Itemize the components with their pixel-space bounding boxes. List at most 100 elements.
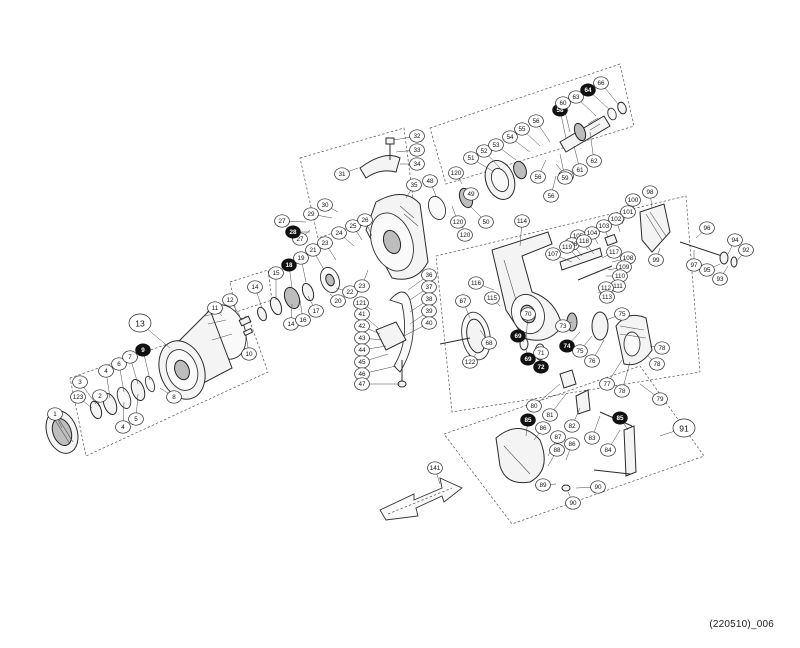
callout-number: 3 — [78, 379, 82, 386]
callout-number: 51 — [467, 155, 475, 162]
callout-number: 61 — [576, 167, 584, 174]
callout-bubble — [727, 233, 743, 247]
callout-number: 19 — [297, 255, 305, 262]
callout-bubble — [535, 478, 551, 492]
callout-bubble — [478, 215, 494, 229]
callout-bubble — [92, 389, 108, 403]
callout-33: 33 — [409, 143, 425, 157]
callout-number: 15 — [272, 270, 280, 277]
callout-number: 41 — [358, 311, 366, 318]
callout-85: 85 — [612, 411, 628, 425]
pinion-gear — [559, 101, 627, 153]
callout-4: 4 — [115, 420, 131, 434]
callout-bubble — [476, 144, 492, 158]
callout-bubble — [520, 413, 536, 427]
callout-number: 17 — [312, 308, 320, 315]
callout-22: 22 — [342, 285, 358, 299]
callout-bubble — [98, 364, 114, 378]
callout-number: 112 — [601, 285, 612, 292]
callout-number: 5 — [134, 416, 138, 423]
callout-number: 55 — [518, 126, 526, 133]
callout-number: 59 — [561, 175, 569, 182]
callout-bubble — [128, 313, 152, 333]
callout-68: 68 — [481, 336, 497, 350]
callout-bubble — [241, 347, 257, 361]
callout-number: 114 — [517, 218, 528, 225]
callout-73: 73 — [555, 319, 571, 333]
callout-64: 64 — [580, 83, 596, 97]
callout-bubble — [70, 390, 86, 404]
callout-number: 68 — [485, 340, 493, 347]
callout-71: 71 — [533, 346, 549, 360]
callout-number: 28 — [289, 229, 297, 236]
callout-bubble — [614, 384, 630, 398]
callout-bubble — [303, 207, 319, 221]
callout-number: 121 — [356, 300, 367, 307]
callout-bubble — [555, 319, 571, 333]
callout-74: 74 — [559, 339, 575, 353]
callout-number: 120 — [451, 170, 462, 177]
callout-26: 26 — [357, 213, 373, 227]
callout-bubble — [166, 390, 182, 404]
callout-bubble — [421, 316, 437, 330]
callout-78: 78 — [614, 384, 630, 398]
callout-number: 21 — [309, 247, 317, 254]
callout-number: 77 — [603, 381, 611, 388]
bail-wire — [389, 291, 414, 373]
callout-number: 85 — [616, 415, 624, 422]
callout-number: 66 — [597, 80, 605, 87]
callout-80: 80 — [526, 399, 542, 413]
callout-76: 76 — [584, 354, 600, 368]
callout-bubble — [550, 430, 566, 444]
callout-number: 76 — [588, 358, 596, 365]
callout-120: 120 — [457, 228, 473, 242]
callout-97: 97 — [686, 258, 702, 272]
drive-gear — [439, 311, 491, 361]
callout-number: 78 — [653, 361, 661, 368]
callout-93: 93 — [712, 272, 728, 286]
callout-number: 122 — [465, 359, 476, 366]
callout-6: 6 — [111, 357, 127, 371]
callout-number: 47 — [358, 381, 366, 388]
callout-bubble — [620, 205, 636, 219]
callout-bubble — [559, 240, 575, 254]
callout-number: 14 — [251, 284, 259, 291]
callout-bubble — [614, 307, 630, 321]
callout-number: 38 — [425, 296, 433, 303]
callout-bubble — [520, 307, 536, 321]
callout-15: 15 — [268, 266, 284, 280]
callout-bubble — [699, 221, 715, 235]
callout-bubble — [520, 352, 536, 366]
callout-bubble — [642, 185, 658, 199]
callout-bubble — [514, 122, 530, 136]
callout-85: 85 — [520, 413, 536, 427]
callout-25: 25 — [345, 219, 361, 233]
callout-bubble — [699, 263, 715, 277]
callout-72: 72 — [533, 360, 549, 374]
callout-number: 93 — [716, 276, 724, 283]
callout-number: 36 — [425, 272, 433, 279]
callout-number: 16 — [299, 317, 307, 324]
callout-103: 103 — [596, 219, 612, 233]
callout-number: 75 — [576, 348, 584, 355]
callout-number: 2 — [98, 393, 102, 400]
callout-number: 108 — [623, 255, 634, 262]
callout-bubble — [455, 294, 471, 308]
bail-arm — [375, 321, 407, 388]
callout-number: 72 — [537, 364, 545, 371]
callout-number: 100 — [628, 197, 639, 204]
callout-bubble — [606, 245, 622, 259]
callout-number: 9 — [141, 347, 145, 354]
callout-bubble — [481, 336, 497, 350]
callout-bubble — [427, 461, 443, 475]
callout-number: 104 — [587, 230, 598, 237]
document-code: (220510)_006 — [709, 619, 774, 630]
callout-90: 90 — [590, 480, 606, 494]
callout-62: 62 — [586, 154, 602, 168]
callout-34: 34 — [409, 157, 425, 171]
callout-bubble — [463, 187, 479, 201]
callout-number: 63 — [572, 94, 580, 101]
callout-number: 103 — [599, 223, 610, 230]
callout-number: 54 — [506, 134, 514, 141]
